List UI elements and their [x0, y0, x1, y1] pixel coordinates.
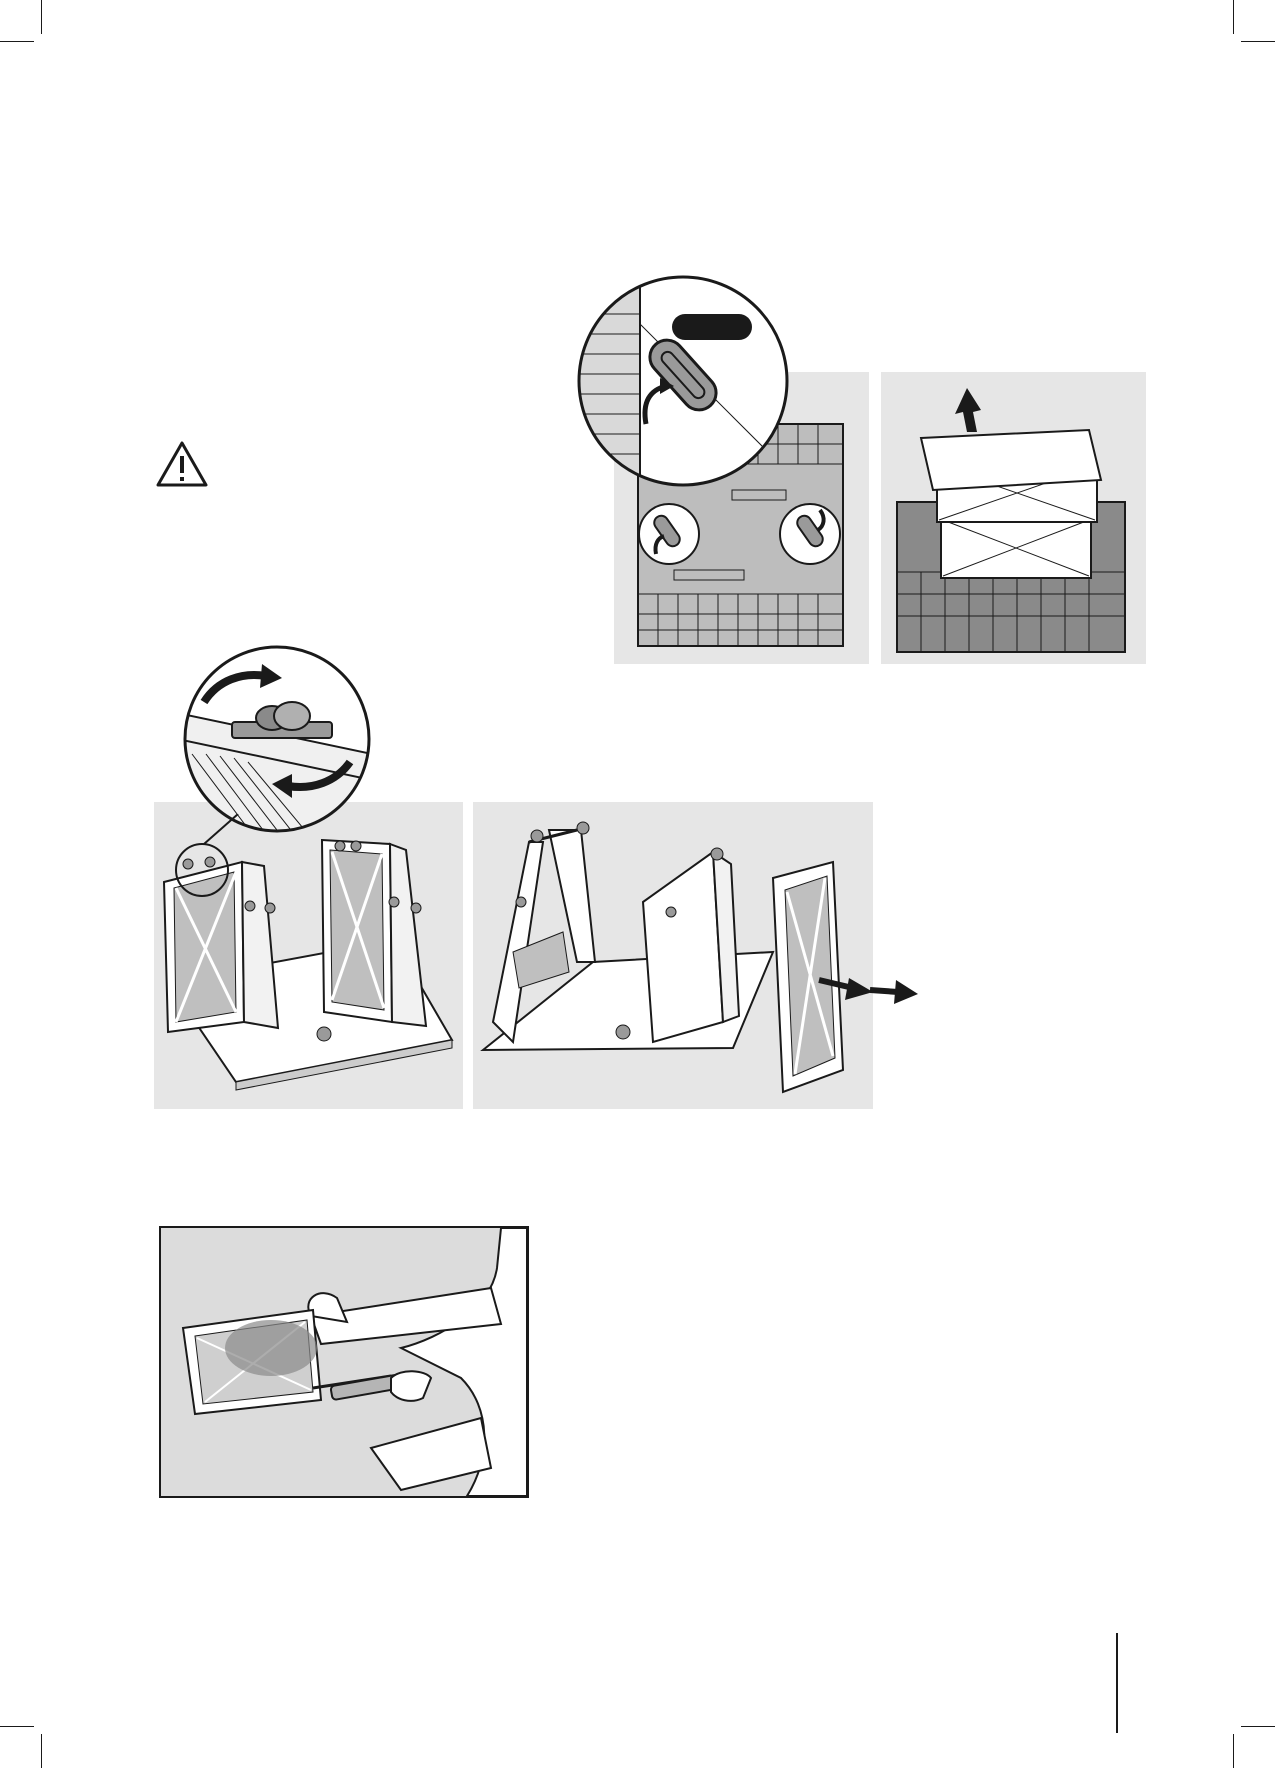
magnifier-leader-line: [200, 814, 240, 844]
crop-mark: [0, 41, 34, 42]
lift-filter-figure: [881, 372, 1146, 664]
crop-mark: [1233, 1734, 1234, 1768]
clip-detail-magnifier: [182, 644, 372, 834]
crop-mark: [1241, 1726, 1275, 1727]
page-edge-rule: [1116, 1633, 1118, 1733]
remove-panel-figure: [473, 802, 873, 1109]
right-arrow-icon: [870, 978, 920, 1008]
filter-frames-figure: [154, 802, 463, 1109]
rinse-filter-figure: [159, 1226, 529, 1498]
crop-mark: [41, 1734, 42, 1768]
warning-triangle-icon: [155, 440, 209, 488]
crop-mark: [0, 1726, 34, 1727]
crop-mark: [1241, 41, 1275, 42]
crop-mark: [1233, 0, 1234, 34]
lock-detail-magnifier: [576, 274, 790, 488]
crop-mark: [41, 0, 42, 34]
